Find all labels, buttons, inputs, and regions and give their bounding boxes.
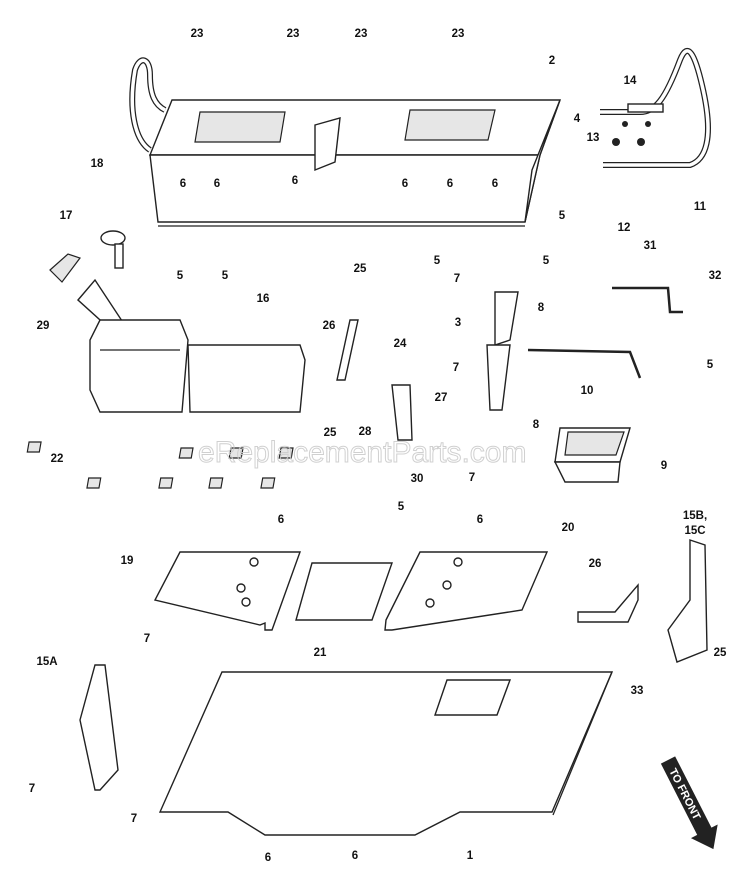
callout-label: 26 (323, 320, 336, 332)
callout-label: 24 (394, 338, 407, 350)
callout-label: 6 (447, 178, 453, 190)
watermark: eReplacementParts.com (198, 436, 526, 469)
plate-19 (153, 551, 301, 631)
callout-label: 23 (452, 28, 465, 40)
callout-label: 5 (543, 255, 550, 267)
callout-label: 5 (434, 255, 441, 267)
callout-label: 7 (131, 813, 137, 825)
callout-label: 7 (453, 362, 459, 374)
callout-label: 27 (435, 392, 448, 404)
callout-label: 7 (144, 633, 150, 645)
callout-label: 8 (533, 419, 540, 431)
callout-label: 2 (549, 55, 555, 67)
callout-label: 7 (469, 472, 475, 484)
callout-label: 16 (257, 293, 270, 305)
callout-label: 6 (402, 178, 408, 190)
callout-label: 26 (589, 558, 602, 570)
callout-label: 3 (455, 317, 461, 329)
callout-label: 6 (180, 178, 186, 190)
callout-label: 19 (121, 555, 134, 567)
callout-label: 32 (709, 270, 722, 282)
callout-label: 13 (587, 132, 600, 144)
callout-label: 1 (467, 850, 474, 862)
to-front-arrow: TO FRONT (660, 756, 718, 850)
callout-label: 5 (177, 270, 184, 282)
callout-label: 25 (714, 647, 727, 659)
callout-label: 7 (454, 273, 460, 285)
callout-label: 9 (661, 460, 667, 472)
callout-label: 8 (538, 302, 545, 314)
callout-label: 17 (60, 210, 73, 222)
callout-label: 6 (214, 178, 220, 190)
pads (26, 441, 294, 489)
callout-label: 11 (694, 201, 707, 213)
plate-21 (295, 562, 393, 621)
fender-panel (148, 99, 561, 227)
callout-label: 29 (37, 320, 50, 332)
callout-label: 23 (355, 28, 368, 40)
callout-label: 25 (324, 427, 337, 439)
callout-label: 31 (644, 240, 657, 252)
callout-label: 30 (411, 473, 424, 485)
callout-label: 6 (278, 514, 284, 526)
callout-label: 6 (292, 175, 298, 187)
callout-label: 6 (352, 850, 358, 862)
callout-label: 18 (91, 158, 104, 170)
callout-label: 7 (29, 783, 35, 795)
callout-label: 5 (559, 210, 566, 222)
callout-label: 15B, (683, 510, 707, 522)
callout-label: 14 (624, 75, 637, 87)
callout-label: 22 (51, 453, 64, 465)
callout-label: 5 (222, 270, 229, 282)
tray (553, 427, 631, 483)
fuel-cap (100, 230, 126, 246)
plate-20 (384, 551, 549, 631)
callout-label: 5 (398, 501, 405, 513)
callout-label: 6 (265, 852, 271, 864)
fuel-tank (77, 278, 306, 413)
floor-panel (158, 671, 614, 836)
callout-label: 23 (287, 28, 300, 40)
callout-label: 15C (684, 525, 705, 537)
callout-label: 12 (618, 222, 631, 234)
callout-label: 6 (477, 514, 483, 526)
callout-label: 10 (581, 385, 594, 397)
callout-label: 23 (191, 28, 204, 40)
callout-label: 33 (631, 685, 644, 697)
callout-label: 20 (562, 522, 575, 534)
callout-label: 25 (354, 263, 367, 275)
callout-label: 15A (36, 656, 57, 668)
callout-label: 28 (359, 426, 372, 438)
callout-label: 6 (492, 178, 498, 190)
callout-label: 21 (314, 647, 327, 659)
knob (49, 253, 81, 283)
callout-label: 5 (707, 359, 714, 371)
callout-label: 4 (574, 113, 581, 125)
